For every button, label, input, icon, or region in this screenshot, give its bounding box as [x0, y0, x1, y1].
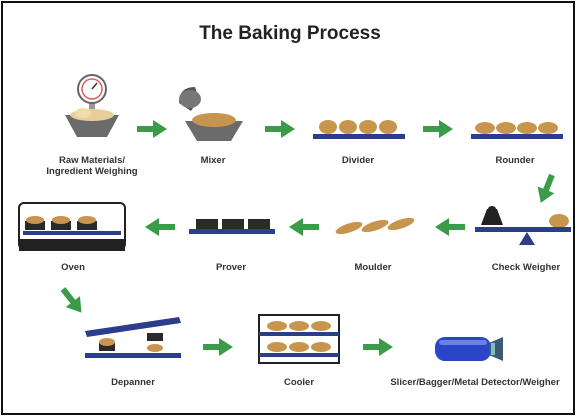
- oven-icon: [18, 202, 126, 251]
- arrow-icon: [363, 338, 393, 356]
- step-label-prover: Prover: [215, 262, 247, 273]
- diagram-canvas: [18, 74, 571, 364]
- cooler-icon: [258, 314, 340, 364]
- arrow-icon: [137, 120, 167, 138]
- divider-icon: [313, 120, 405, 139]
- rounder-icon: [471, 122, 563, 139]
- scale-bowl-icon: [65, 74, 119, 137]
- step-label-rounder: Rounder: [495, 155, 535, 166]
- arrow-icon: [265, 120, 295, 138]
- step-label-moulder: Moulder: [354, 262, 392, 273]
- arrow-icon: [423, 120, 453, 138]
- moulder-icon: [335, 217, 415, 235]
- step-label-oven: Oven: [61, 262, 85, 273]
- arrow-icon: [532, 171, 561, 207]
- prover-icon: [189, 219, 275, 234]
- arrow-icon: [203, 338, 233, 356]
- depanner-icon: [85, 317, 181, 358]
- step-label-check-weigher: Check Weigher: [491, 262, 561, 273]
- arrow-icon: [145, 218, 175, 236]
- step-label-depanner: Depanner: [111, 377, 155, 388]
- arrow-icon: [55, 283, 89, 319]
- diagram-title: The Baking Process: [199, 23, 381, 44]
- step-label-divider: Divider: [341, 155, 375, 166]
- arrow-icon: [289, 218, 319, 236]
- step-label-slicer-bagger: Slicer/Bagger/Metal Detector/Weigher: [390, 377, 560, 388]
- mixer-icon: [179, 87, 243, 141]
- arrow-icon: [435, 218, 465, 236]
- step-label-mixer: Mixer: [200, 155, 226, 166]
- bagged-loaf-icon: [435, 337, 503, 361]
- diagram-frame: The Baking Process: [1, 1, 575, 415]
- step-label-raw-materials: Raw Materials/ Ingredient Weighing: [46, 155, 138, 177]
- step-label-cooler: Cooler: [283, 377, 315, 388]
- check-weigher-icon: [475, 206, 571, 245]
